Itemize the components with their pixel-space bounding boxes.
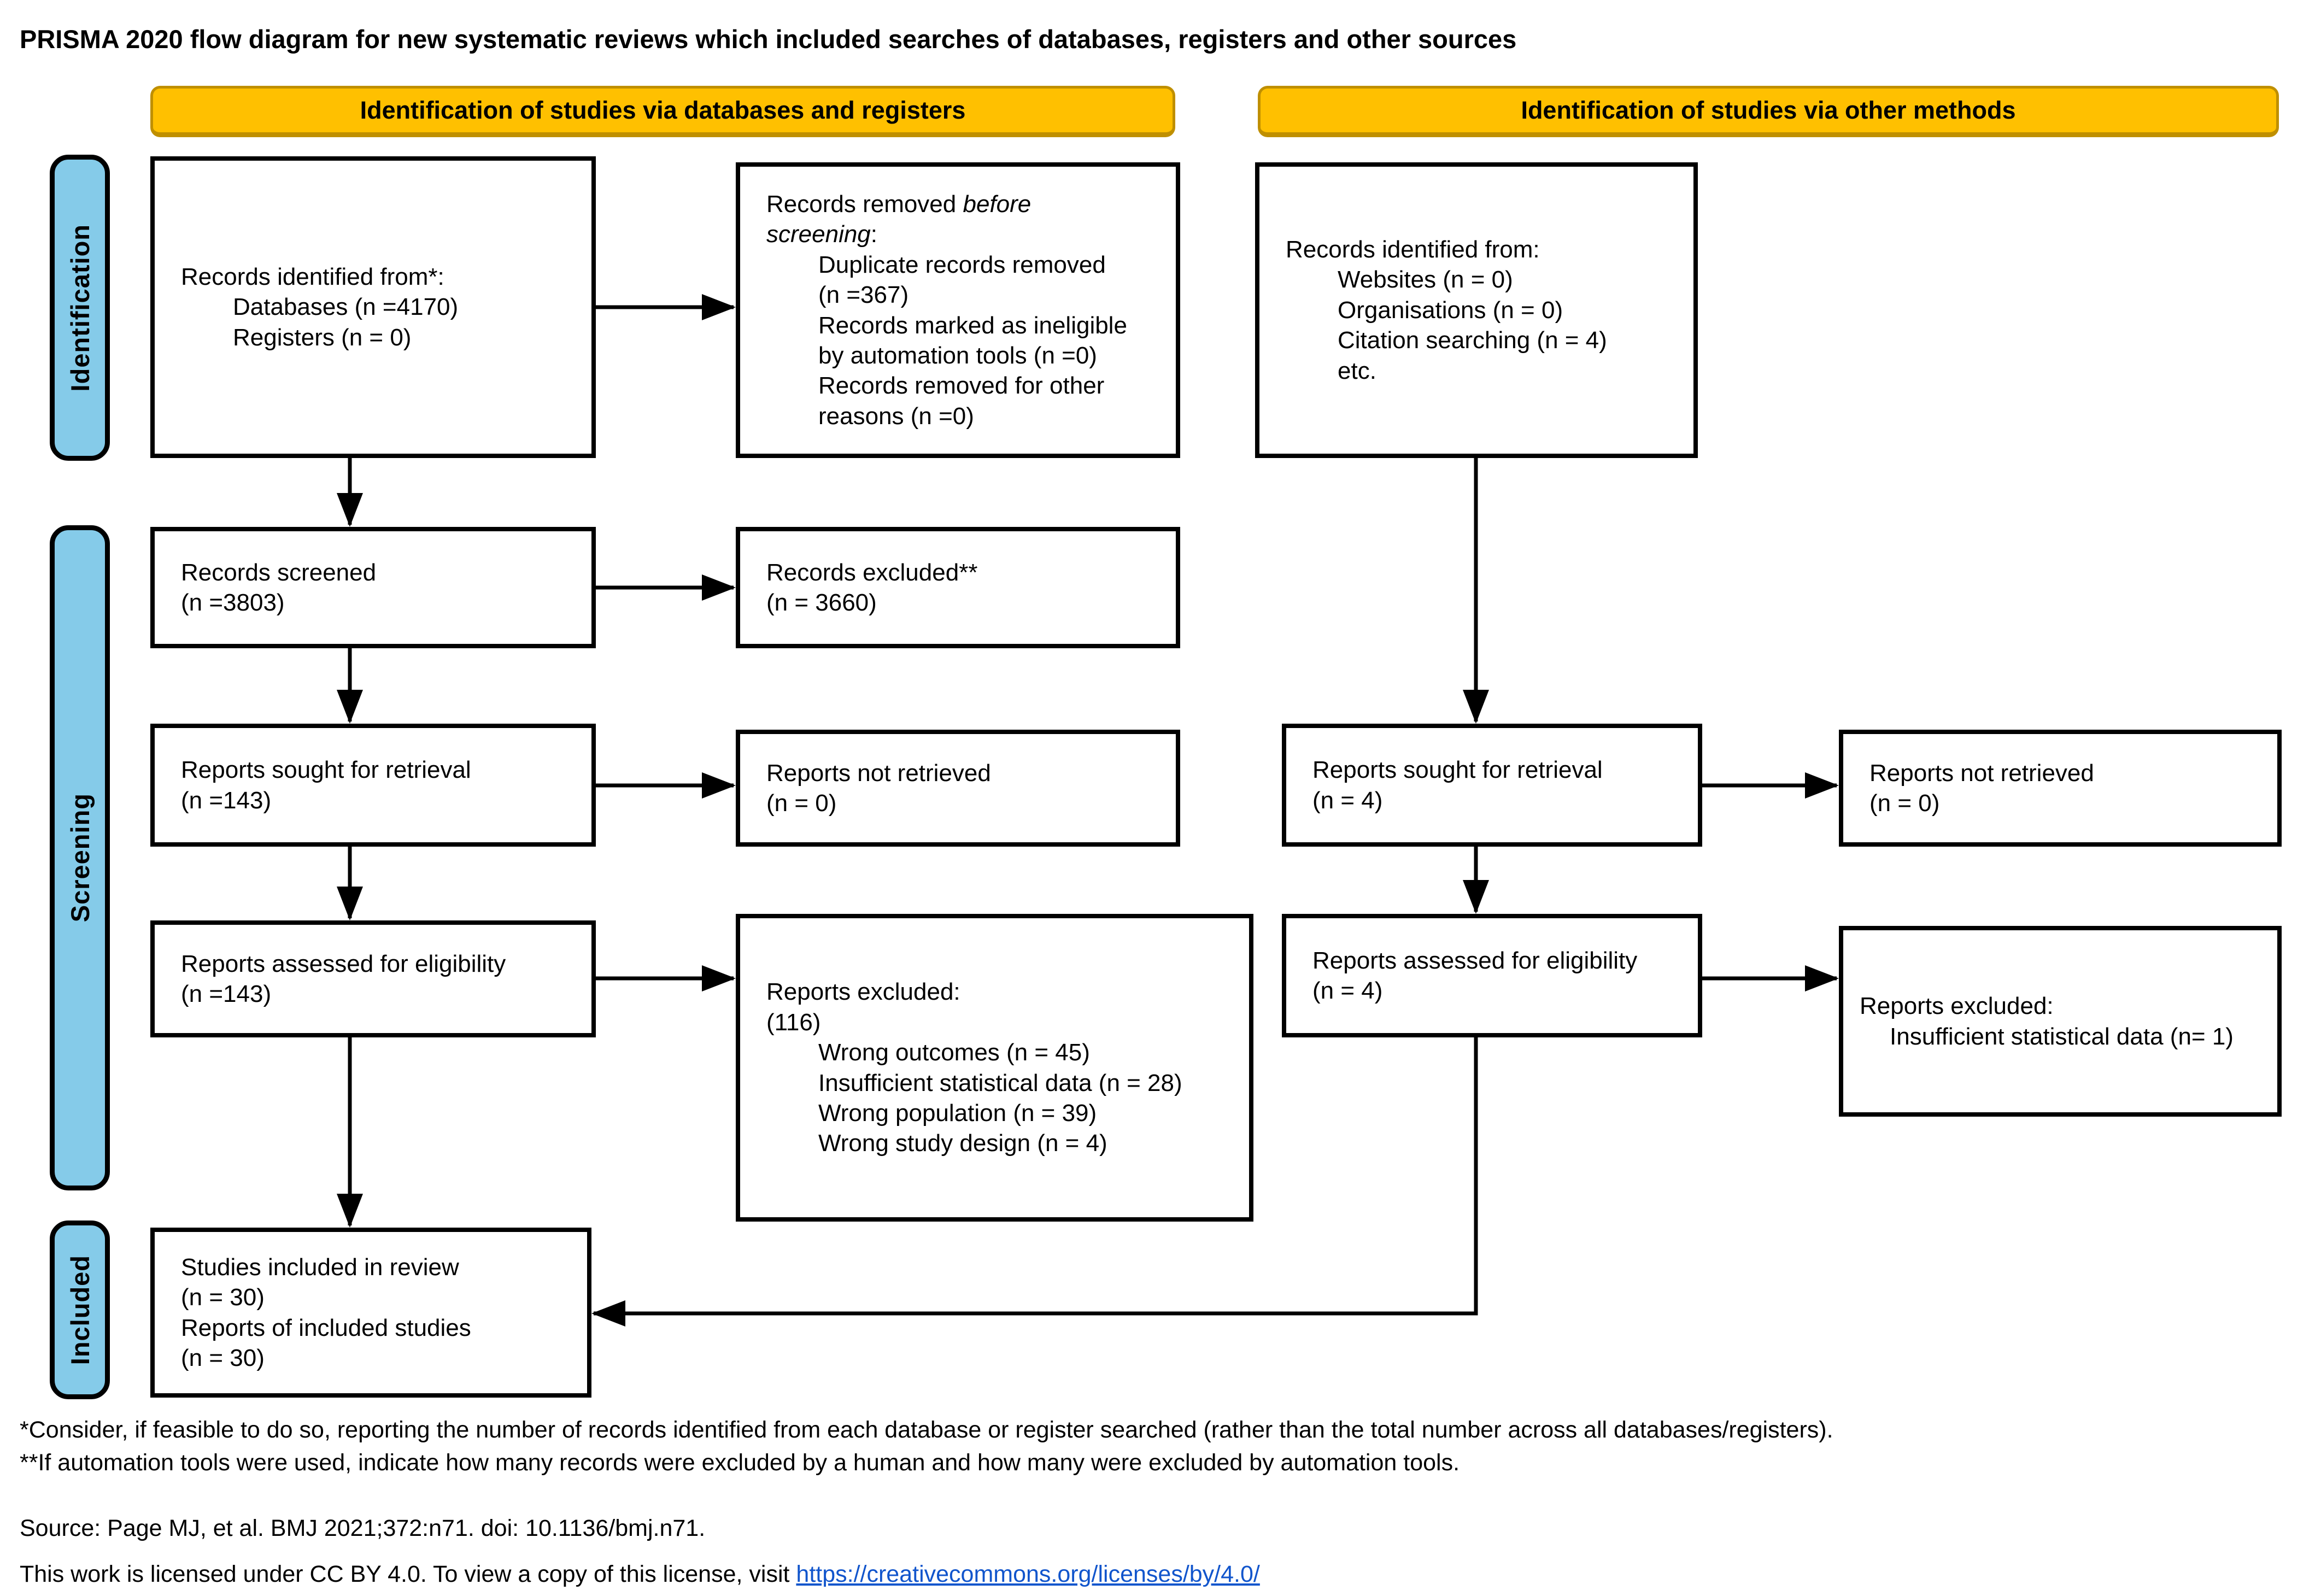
box-item: Websites (n = 0) (1338, 266, 1513, 294)
footnote-double-asterisk: **If automation tools were used, indicat… (20, 1450, 1460, 1476)
box-reports-not-retrieved-other: Reports not retrieved (n = 0) (1839, 730, 2282, 847)
box-item: Databases (n =4170) (233, 294, 459, 321)
box-item: Citation searching (n = 4) (1338, 327, 1607, 354)
box-item: Records marked as ineligible by automati… (818, 312, 1127, 369)
box-item: Wrong population (n = 39) (818, 1099, 1097, 1126)
box-records-excluded: Records excluded** (n = 3660) (736, 527, 1180, 648)
box-item: Wrong study design (n = 4) (818, 1130, 1107, 1157)
box-item: Organisations (n = 0) (1338, 296, 1563, 324)
license-link[interactable]: https://creativecommons.org/licenses/by/… (796, 1561, 1260, 1587)
box-records-screened: Records screened (n =3803) (150, 527, 596, 648)
box-reports-assessed-other: Reports assessed for eligibility (n = 4) (1282, 914, 1702, 1037)
box-title: Records identified from: (1286, 236, 1540, 263)
sidebar-screening: Screening (50, 525, 110, 1190)
box-reports-not-retrieved-databases: Reports not retrieved (n = 0) (736, 730, 1180, 847)
box-item: Insufficient statistical data (n = 28) (818, 1069, 1182, 1096)
box-title-text: Records removed (766, 190, 963, 218)
diagram-title: PRISMA 2020 flow diagram for new systema… (20, 25, 1517, 54)
box-title: Records identified from*: (181, 263, 444, 290)
box-item: etc. (1338, 357, 1376, 384)
box-title: Reports excluded: (1860, 993, 2054, 1020)
box-item: Registers (n = 0) (233, 324, 412, 351)
box-title: Records removed before screening: (766, 189, 1127, 250)
box-item: Wrong outcomes (n = 45) (818, 1039, 1090, 1066)
box-reports-excluded-other: Reports excluded: Insufficient statistic… (1839, 926, 2282, 1117)
sidebar-identification-label: Identification (65, 224, 95, 392)
sidebar-identification: Identification (50, 155, 110, 461)
license-note: This work is licensed under CC BY 4.0. T… (20, 1561, 1260, 1588)
box-title-text: : (870, 221, 878, 248)
header-databases-registers-label: Identification of studies via databases … (360, 96, 966, 124)
box-records-identified-other: Records identified from: Websites (n = 0… (1255, 162, 1698, 458)
box-title: Reports excluded: (116) (766, 978, 960, 1036)
header-other-methods-label: Identification of studies via other meth… (1521, 96, 2016, 124)
box-reports-sought-databases: Reports sought for retrieval (n =143) (150, 724, 596, 847)
box-item: Records removed for other reasons (n =0) (818, 372, 1105, 430)
box-reports-sought-other: Reports sought for retrieval (n = 4) (1282, 724, 1702, 847)
box-title-italic: before screening (766, 190, 1031, 248)
source-note: Source: Page MJ, et al. BMJ 2021;372:n71… (20, 1515, 706, 1541)
box-records-identified-databases: Records identified from*: Databases (n =… (150, 156, 596, 458)
license-text: This work is licensed under CC BY 4.0. T… (20, 1561, 796, 1587)
box-item: Insufficient statistical data (n= 1) (1890, 1023, 2234, 1050)
box-records-removed: Records removed before screening: Duplic… (736, 162, 1180, 458)
sidebar-included-label: Included (65, 1254, 95, 1365)
sidebar-screening-label: Screening (65, 793, 95, 923)
header-other-methods: Identification of studies via other meth… (1258, 86, 2279, 137)
footnote-asterisk: *Consider, if feasible to do so, reporti… (20, 1417, 1833, 1443)
box-reports-assessed-databases: Reports assessed for eligibility (n =143… (150, 920, 596, 1037)
box-reports-excluded-databases: Reports excluded: (116) Wrong outcomes (… (736, 914, 1253, 1222)
box-item: Duplicate records removed (n =367) (818, 251, 1106, 309)
header-databases-registers: Identification of studies via databases … (150, 86, 1175, 137)
sidebar-included: Included (50, 1221, 110, 1399)
box-studies-included: Studies included in review (n = 30) Repo… (150, 1228, 591, 1398)
